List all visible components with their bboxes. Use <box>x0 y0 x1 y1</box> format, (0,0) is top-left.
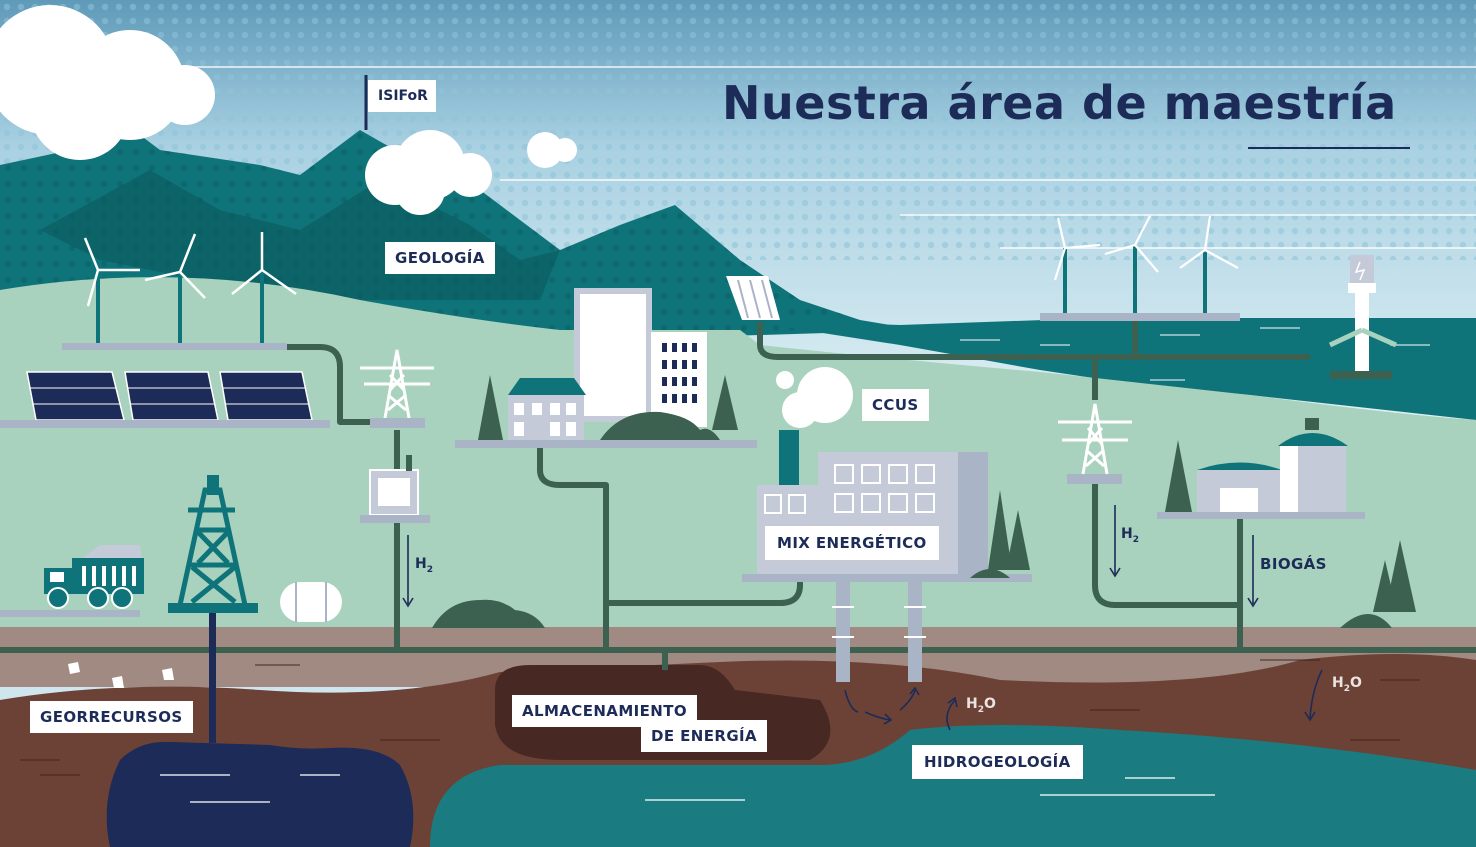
city-buildings <box>455 288 757 448</box>
minerals <box>68 662 174 688</box>
label-mix-energetico: MIX ENERGÉTICO <box>765 526 939 560</box>
power-pylon-right <box>1058 403 1132 475</box>
marine-energy-tower <box>1328 255 1398 379</box>
energy-network-pipes <box>287 320 1310 670</box>
aquifer <box>430 725 1476 847</box>
page-title: Nuestra área de maestría <box>722 76 1397 130</box>
drilling-rig <box>168 475 258 743</box>
label-h2-left: H2 <box>415 556 433 575</box>
offshore-wind-turbines <box>1040 215 1240 321</box>
sea <box>740 318 1476 420</box>
sky-lines <box>180 66 1476 249</box>
label-isifor: ISIFoR <box>378 88 428 104</box>
wind-turbines-left <box>62 232 297 350</box>
title-underline <box>1248 147 1410 149</box>
label-h2o-mid: H2O <box>966 696 996 715</box>
label-biogas: BIOGÁS <box>1260 555 1327 573</box>
label-de-energia: DE ENERGÍA <box>641 720 768 752</box>
trees-right <box>1340 540 1416 628</box>
georesources-reservoir <box>106 741 414 847</box>
label-ccus: CCUS <box>862 389 929 421</box>
isifor-flag <box>368 80 436 112</box>
label-geologia: GEOLOGÍA <box>385 242 495 274</box>
clouds <box>0 5 853 428</box>
label-hidrogeologia: HIDROGEOLOGÍA <box>912 745 1083 779</box>
label-almacenamiento: ALMACENAMIENTO <box>512 695 698 727</box>
bushes <box>432 599 545 628</box>
power-pylon-left <box>360 349 434 419</box>
biogas-plant <box>1157 418 1365 519</box>
mining-truck <box>0 545 144 617</box>
gas-storage-tank <box>280 582 342 622</box>
label-h2-right: H2 <box>1121 526 1139 545</box>
label-georrecursos: GEORRECURSOS <box>30 701 193 733</box>
solar-panels <box>0 371 330 428</box>
flow-arrows <box>402 505 1323 731</box>
label-h2o-right: H2O <box>1332 675 1362 694</box>
land <box>0 277 1476 630</box>
